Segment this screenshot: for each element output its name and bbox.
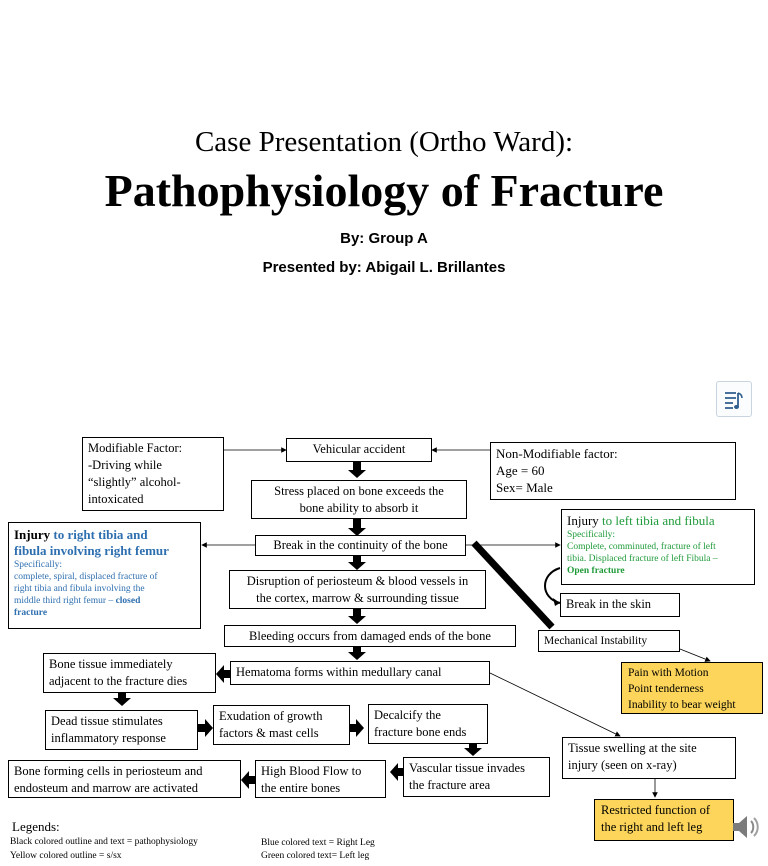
swelling-line: Tissue swelling at the site [568, 741, 697, 755]
bone-forming-line: endosteum and marrow are activated [14, 781, 198, 795]
exudation-box: Exudation of growth factors & mast cells [213, 705, 350, 745]
break-skin-box: Break in the skin [560, 593, 680, 617]
pain-line: Pain with Motion [628, 667, 709, 679]
hematoma-box: Hematoma forms within medullary canal [230, 661, 490, 685]
break-continuity-box: Break in the continuity of the bone [255, 535, 466, 556]
vascular-tissue-box: Vascular tissue invades the fracture are… [403, 757, 550, 797]
spec-line: middle third right femur – [14, 596, 114, 606]
closed-label: closed [115, 596, 141, 606]
modifiable-label: Modifiable Factor: [88, 441, 183, 455]
vascular-line: Vascular tissue invades [409, 761, 525, 775]
music-note-icon[interactable] [716, 381, 752, 417]
legend-title: Legends: [12, 819, 60, 834]
bone-forming-box: Bone forming cells in periosteum and end… [8, 760, 241, 798]
nonmodifiable-label: Non-Modifiable factor: [496, 446, 618, 461]
modifiable-line: intoxicated [88, 492, 144, 506]
injury-right-title: to right tibia and [50, 527, 148, 542]
bone-dies-box: Bone tissue immediately adjacent to the … [43, 653, 216, 693]
bone-dies-line: Bone tissue immediately [49, 657, 173, 671]
hematoma-text: Hematoma forms within medullary canal [236, 665, 442, 679]
open-fracture-label: Open fracture [567, 566, 625, 576]
legend-item: Blue colored text = Right Leg [261, 838, 375, 848]
vehicular-accident-box: Vehicular accident [286, 438, 432, 462]
restricted-function-box: Restricted function of the right and lef… [594, 799, 734, 841]
dead-tissue-line: Dead tissue stimulates [51, 714, 163, 728]
tissue-swelling-box: Tissue swelling at the site injury (seen… [562, 737, 736, 779]
injury-word: Injury [14, 527, 51, 542]
legend-item: Black colored outline and text = pathoph… [10, 837, 198, 847]
bleeding-box: Bleeding occurs from damaged ends of the… [224, 625, 516, 647]
spec-line: right tibia and fibula involving the [14, 584, 145, 594]
stress-box: Stress placed on bone exceeds the bone a… [251, 480, 467, 519]
decalcify-line: Decalcify the [374, 708, 441, 722]
spec-line: Complete, comminuted, fracture of left [567, 542, 716, 552]
stress-line: Stress placed on bone exceeds the [274, 484, 444, 498]
restricted-line: the right and left leg [601, 820, 703, 834]
specifically-label: Specifically: [14, 560, 63, 570]
side-arrows [198, 665, 403, 789]
injury-right-box: Injury to right tibia and fibula involvi… [8, 522, 201, 629]
disruption-line: Disruption of periosteum & blood vessels… [246, 574, 469, 588]
pain-line: Inability to bear weight [628, 699, 736, 711]
disruption-box: Disruption of periosteum & blood vessels… [229, 570, 486, 609]
modifiable-factor-box: Modifiable Factor: -Driving while “sligh… [82, 437, 224, 511]
legend-item: Green colored text= Left leg [261, 851, 370, 861]
high-blood-flow-box: High Blood Flow to the entire bones [255, 760, 386, 798]
byline: By: Group A [340, 230, 428, 247]
age-text: Age = 60 [496, 463, 545, 478]
pain-line: Point tenderness [628, 683, 704, 695]
modifiable-line: “slightly” alcohol- [88, 475, 181, 489]
injury-left-title: to left tibia and fibula [598, 513, 715, 528]
mechanical-instability-box: Mechanical Instability [538, 630, 680, 652]
fracture-label: fracture [14, 608, 48, 618]
high-blood-line: High Blood Flow to [261, 764, 362, 778]
page-title: Pathophysiology of Fracture [104, 165, 664, 216]
specifically-label: Specifically: [567, 530, 616, 540]
title-line1: Case Presentation (Ortho Ward): [194, 126, 574, 158]
speaker-icon[interactable] [728, 810, 762, 844]
decalcify-line: fracture bone ends [374, 725, 467, 739]
pain-signs-box: Pain with Motion Point tenderness Inabil… [621, 662, 763, 714]
non-modifiable-factor-box: Non-Modifiable factor: Age = 60 Sex= Mal… [490, 442, 736, 500]
modifiable-line: -Driving while [88, 458, 162, 472]
legend-item: Yellow colored outline = s/sx [10, 851, 122, 861]
dead-tissue-box: Dead tissue stimulates inflammatory resp… [45, 710, 198, 750]
vehicular-text: Vehicular accident [312, 442, 406, 456]
mechanical-text: Mechanical Instability [544, 635, 648, 647]
break-skin-text: Break in the skin [566, 597, 652, 611]
vascular-line: the fracture area [409, 778, 491, 792]
exudation-line: factors & mast cells [219, 726, 319, 740]
spec-line: complete, spiral, displaced fracture of [14, 572, 158, 582]
sex-text: Sex= Male [496, 480, 553, 495]
stress-line: bone ability to absorb it [299, 501, 419, 515]
bleeding-text: Bleeding occurs from damaged ends of the… [249, 629, 491, 643]
presenter: Presented by: Abigail L. Brillantes [262, 259, 506, 276]
down-arrows [113, 462, 482, 756]
bone-dies-line: adjacent to the fracture dies [49, 674, 188, 688]
dead-tissue-line: inflammatory response [51, 731, 166, 745]
exudation-line: Exudation of growth [219, 709, 323, 723]
spec-line: tibia. Displaced fracture of left Fibula… [567, 554, 718, 564]
decalcify-box: Decalcify the fracture bone ends [368, 704, 488, 744]
disruption-line: the cortex, marrow & surrounding tissue [256, 591, 459, 605]
injury-left-box: Injury to left tibia and fibula Specific… [561, 509, 755, 585]
restricted-line: Restricted function of [601, 803, 710, 817]
injury-word: Injury [567, 513, 599, 528]
break-text: Break in the continuity of the bone [273, 538, 448, 552]
high-blood-line: the entire bones [261, 781, 341, 795]
bone-forming-line: Bone forming cells in periosteum and [14, 764, 203, 778]
injury-right-title2: fibula involving right femur [14, 543, 169, 558]
swelling-line: injury (seen on x-ray) [568, 758, 677, 772]
